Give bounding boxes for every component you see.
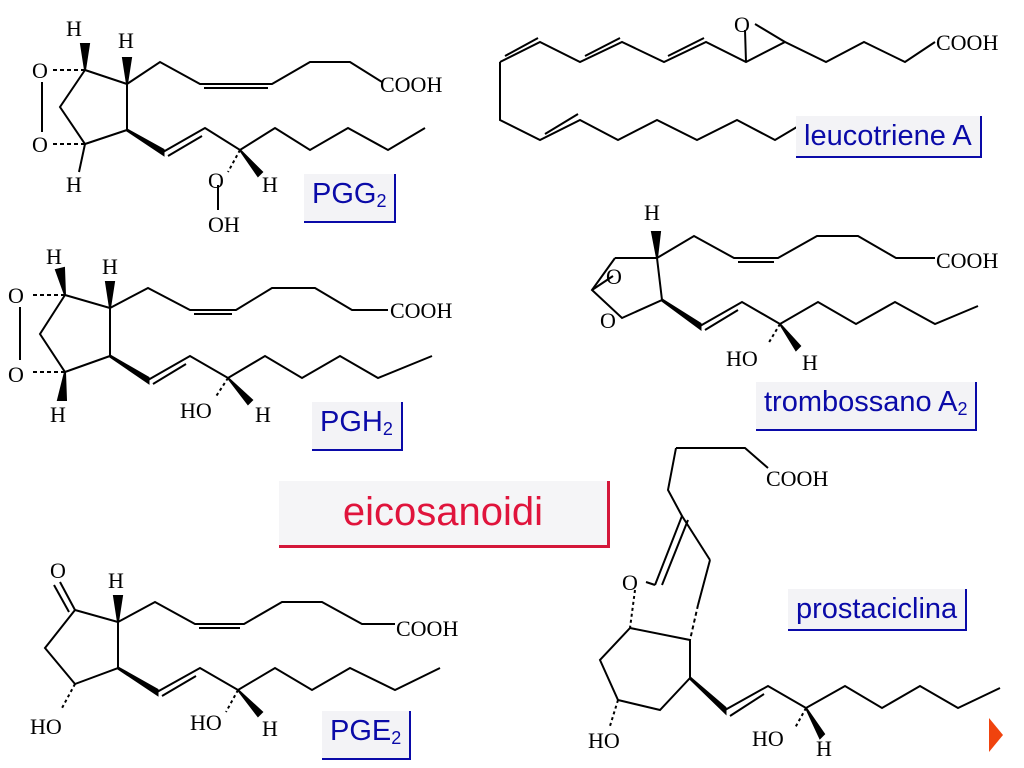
svg-text:COOH: COOH — [766, 466, 828, 491]
svg-text:O: O — [606, 264, 622, 289]
pgh2-structure — [19, 266, 433, 406]
slide-title: eicosanoidi — [279, 481, 610, 548]
label-pge2: PGE2 — [322, 711, 412, 760]
prostaciclina-structure — [598, 447, 1001, 740]
svg-text:O: O — [600, 308, 616, 333]
pgg2-atoms: H H O O H COOH O H OH — [32, 16, 442, 237]
svg-text:COOH: COOH — [936, 248, 998, 273]
label-leucotriene-a: leucotriene A — [796, 116, 982, 158]
svg-text:HO: HO — [190, 710, 222, 735]
trombossano-a2-atoms: H O O COOH HO H — [600, 200, 998, 375]
svg-text:HO: HO — [588, 728, 620, 753]
svg-text:H: H — [644, 200, 660, 225]
leucotriene-a-structure — [499, 23, 936, 142]
svg-text:H: H — [108, 568, 124, 593]
svg-text:COOH: COOH — [936, 30, 998, 55]
svg-text:H: H — [66, 16, 82, 41]
svg-text:H: H — [262, 172, 278, 197]
svg-text:H: H — [802, 350, 818, 375]
label-pgh2: PGH2 — [312, 402, 403, 451]
svg-text:O: O — [734, 12, 750, 37]
label-pgg2: PGG2 — [304, 174, 397, 223]
pge2-atoms: O H COOH HO HO H — [30, 558, 458, 741]
pgg2-structure — [41, 43, 426, 210]
svg-text:O: O — [622, 570, 638, 595]
label-prostaciclina: prostaciclina — [788, 589, 968, 631]
svg-text:COOH: COOH — [396, 616, 458, 641]
svg-text:H: H — [816, 736, 832, 761]
svg-text:O: O — [50, 558, 66, 583]
svg-text:H: H — [66, 172, 82, 197]
svg-text:COOH: COOH — [390, 298, 452, 323]
svg-text:H: H — [102, 254, 118, 279]
pgh2-atoms: H H O O H COOH HO H — [8, 244, 452, 427]
next-slide-arrow-icon[interactable] — [989, 718, 1003, 752]
trombossano-a2-structure — [590, 231, 979, 352]
svg-text:O: O — [32, 132, 48, 157]
svg-text:H: H — [46, 244, 62, 269]
prostaciclina-atoms: COOH O HO HO H — [588, 466, 832, 761]
pge2-structure — [43, 581, 441, 718]
svg-text:HO: HO — [726, 346, 758, 371]
svg-text:OH: OH — [208, 212, 240, 237]
svg-text:HO: HO — [752, 726, 784, 751]
svg-text:H: H — [118, 28, 134, 53]
svg-text:H: H — [50, 402, 66, 427]
svg-text:COOH: COOH — [380, 72, 442, 97]
leucotriene-a-atoms: O COOH — [734, 12, 998, 55]
svg-text:HO: HO — [30, 714, 62, 739]
svg-text:H: H — [255, 402, 271, 427]
svg-text:O: O — [8, 362, 24, 387]
svg-text:O: O — [208, 168, 224, 193]
label-trombossano-a2: trombossano A2 — [756, 382, 978, 431]
svg-text:HO: HO — [180, 398, 212, 423]
svg-text:O: O — [32, 58, 48, 83]
svg-text:H: H — [262, 716, 278, 741]
svg-text:O: O — [8, 283, 24, 308]
